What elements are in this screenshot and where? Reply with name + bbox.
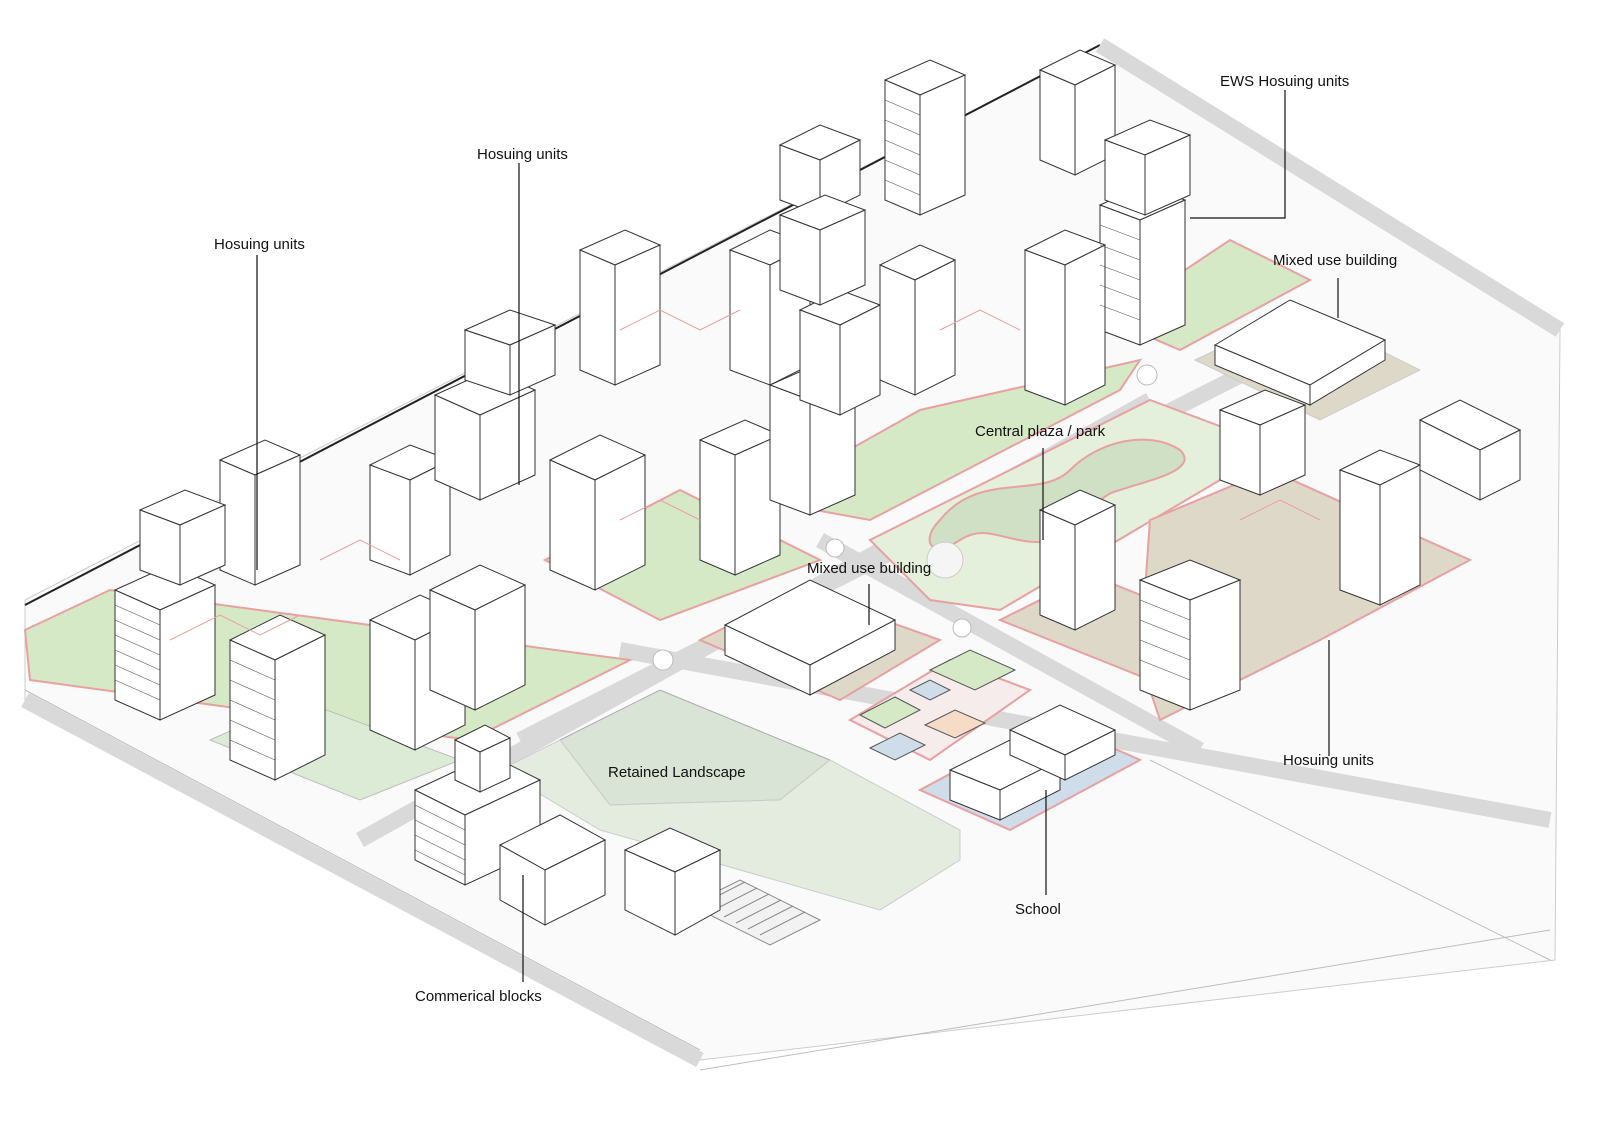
tower-north-2 — [1038, 49, 1117, 176]
tower-left-7 — [368, 444, 452, 576]
label-housing-left: Hosuing units — [214, 236, 305, 253]
label-mixed-use-center: Mixed use building — [807, 560, 932, 577]
retained-landscape-outer — [498, 739, 961, 911]
parking-lot — [688, 879, 822, 946]
label-retained-landscape: Retained Landscape — [608, 764, 746, 781]
label-central-plaza: Central plaza / park — [975, 423, 1106, 440]
tennis-courts — [858, 696, 922, 729]
orange-courts — [923, 709, 987, 739]
label-housing-right: Hosuing units — [1283, 752, 1374, 769]
label-housing-top: Hosuing units — [477, 146, 568, 163]
circulation-accents — [169, 309, 1321, 641]
park-pond — [928, 438, 1186, 550]
basketball-court-1 — [908, 679, 952, 701]
tower-right-1 — [1038, 489, 1117, 631]
tower-right-2 — [1138, 559, 1242, 711]
label-ews-housing: EWS Hosuing units — [1220, 73, 1350, 90]
tower-north-1 — [883, 59, 967, 216]
tower-north-6 — [878, 244, 957, 396]
commercial-block-4 — [453, 724, 512, 793]
label-commercial-blocks: Commerical blocks — [415, 988, 542, 1005]
label-school: School — [1015, 901, 1061, 918]
tower-mid-2 — [698, 419, 782, 576]
basketball-court-2 — [868, 732, 927, 761]
roundabouts — [652, 364, 1158, 671]
tower-mid-1 — [548, 434, 647, 591]
football-field — [928, 649, 1017, 691]
road-edges — [24, 689, 1551, 1071]
leader-lines — [256, 90, 1339, 982]
tower-left-4 — [428, 564, 527, 711]
tower-mid-3 — [578, 229, 662, 386]
label-mixed-use-right: Mixed use building — [1273, 252, 1398, 269]
school-building-wing — [1008, 704, 1117, 781]
tower-left-2 — [228, 614, 327, 781]
tower-left-6 — [138, 489, 227, 586]
tower-mid-6 — [798, 289, 882, 416]
tower-right-4 — [1338, 449, 1422, 606]
commercial-block-3 — [623, 827, 722, 936]
leader-ews — [1190, 90, 1286, 219]
tower-left-5 — [218, 439, 302, 586]
tower-north-5 — [1023, 229, 1107, 406]
tower-left-1 — [113, 564, 217, 721]
mixed-use-building-center — [723, 579, 897, 696]
mixed-use-building-right — [1213, 299, 1387, 406]
tower-right-3 — [1218, 389, 1307, 496]
tower-left-9 — [463, 309, 557, 396]
tower-mid-8 — [778, 194, 867, 306]
tower-north-4 — [1103, 119, 1192, 216]
park-fountain — [926, 541, 964, 579]
building-far-right — [1418, 399, 1522, 501]
floor-lines — [114, 99, 1191, 876]
buildings — [113, 49, 1522, 936]
tower-left-8 — [433, 369, 537, 501]
